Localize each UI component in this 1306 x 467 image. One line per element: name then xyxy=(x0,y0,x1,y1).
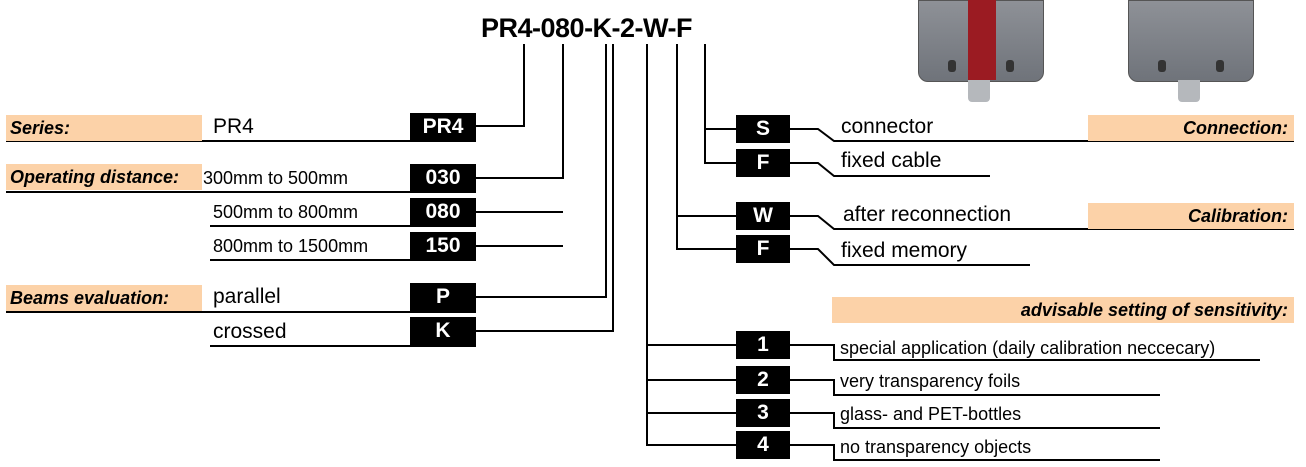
beams-option-parallel: parallel xyxy=(213,285,281,308)
code-box-P: P xyxy=(410,283,476,311)
calibration-connector xyxy=(676,44,736,250)
sensitivity-header: advisable setting of sensitivity: xyxy=(832,297,1294,323)
model-code-title: PR4-080-K-2-W-F xyxy=(481,13,692,43)
sensitivity-option-2: very transparency foils xyxy=(840,371,1021,391)
code-box-4: 4 xyxy=(736,431,790,459)
distance-option-3: 800mm to 1500mm xyxy=(213,236,369,256)
code-box-F-connection: F xyxy=(736,149,790,177)
code-box-S: S xyxy=(736,115,790,143)
code-box-080: 080 xyxy=(410,198,476,226)
distance-option-2: 500mm to 800mm xyxy=(213,202,359,222)
code-box-150: 150 xyxy=(410,232,476,260)
distance-connector xyxy=(476,44,564,179)
sensitivity-option-3: glass- and PET-bottles xyxy=(840,404,1022,424)
code-box-1: 1 xyxy=(736,331,790,359)
sensor-image-right xyxy=(1128,0,1254,104)
calibration-option-after-reconnection: after reconnection xyxy=(843,203,1012,226)
distance-header: Operating distance: xyxy=(6,164,202,190)
beams-header: Beams evaluation: xyxy=(6,285,202,311)
sensitivity-option-4: no transparency objects xyxy=(840,437,1032,457)
connection-header: Connection: xyxy=(1088,115,1294,141)
code-box-K: K xyxy=(410,317,476,345)
connection-option-connector: connector xyxy=(841,115,934,138)
distance-option-1: 300mm to 500mm xyxy=(203,168,349,188)
code-box-3: 3 xyxy=(736,399,790,427)
series-header: Series: xyxy=(6,115,202,141)
code-box-F-calibration: F xyxy=(736,235,790,263)
connection-connector xyxy=(704,44,736,164)
series-connector xyxy=(476,44,525,127)
sensor-image-left xyxy=(918,0,1044,104)
code-box-030: 030 xyxy=(410,164,476,192)
connection-option-fixed-cable: fixed cable xyxy=(841,149,942,172)
code-box-W: W xyxy=(736,202,790,230)
code-box-2: 2 xyxy=(736,366,790,394)
beams-option-crossed: crossed xyxy=(213,320,287,343)
code-box-series: PR4 xyxy=(410,113,476,141)
sensitivity-connector xyxy=(646,44,736,446)
calibration-header: Calibration: xyxy=(1088,203,1294,229)
sensitivity-option-1: special application (daily calibration n… xyxy=(840,338,1216,358)
calibration-option-fixed-memory: fixed memory xyxy=(841,239,968,262)
beams-connector xyxy=(476,44,607,298)
series-option: PR4 xyxy=(213,115,254,138)
